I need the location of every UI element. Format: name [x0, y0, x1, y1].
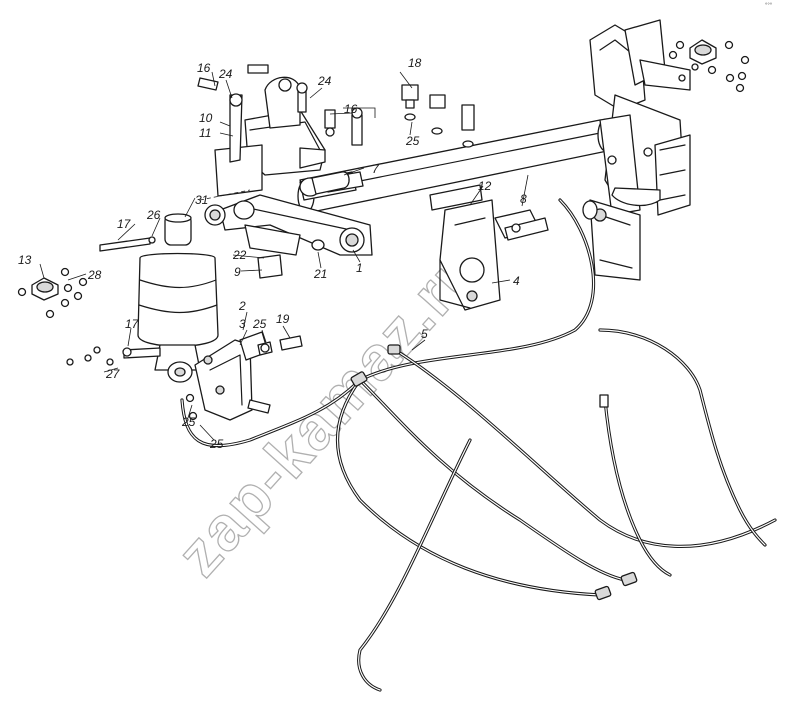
callout-1: 1 [356, 261, 363, 275]
callout-22: 22 [232, 248, 247, 262]
callout-3: 3 [239, 317, 246, 331]
callout-2: 2 [238, 299, 246, 313]
left-hardware-cluster [17, 267, 114, 366]
callout-12: 12 [478, 179, 492, 193]
hose-fittings [350, 344, 638, 601]
corner-mark: °°° [765, 3, 773, 9]
callout-21: 21 [313, 267, 327, 281]
callout-25-c: 25 [181, 415, 196, 429]
callout-25-a: 25 [405, 134, 420, 148]
right-hardware-cluster [668, 39, 750, 93]
center-bolts [311, 84, 475, 195]
callout-18: 18 [408, 56, 422, 70]
callout-16-a: 16 [197, 61, 211, 75]
callout-17-b: 17 [125, 317, 140, 331]
air-hoses [180, 198, 777, 692]
callout-11: 11 [199, 126, 211, 140]
callout-31: 31 [195, 193, 208, 207]
air-spring [137, 213, 219, 383]
lower-arm [204, 194, 373, 279]
callout-24-a: 24 [218, 67, 233, 81]
left-bolts [99, 236, 303, 421]
callout-24-b: 24 [317, 74, 332, 88]
left-upper-bracket [199, 76, 326, 201]
callout-27: 27 [105, 367, 121, 381]
stud-8 [504, 217, 549, 241]
callout-8: 8 [520, 192, 527, 206]
callout-4: 4 [513, 274, 520, 288]
callout-10: 10 [199, 111, 213, 125]
right-bracket-assembly [582, 19, 691, 281]
callout-17-a: 17 [117, 217, 132, 231]
callout-labels: 16 24 10 11 24 16 7 18 25 12 8 4 1 21 22… [18, 56, 527, 451]
leaders [39, 71, 529, 441]
left-upper-bolts [197, 64, 363, 146]
callout-26: 26 [146, 208, 161, 222]
callout-16-b: 16 [344, 102, 358, 116]
callout-25-b: 25 [252, 317, 267, 331]
callout-13: 13 [18, 253, 32, 267]
callout-25-d: 25 [209, 437, 224, 451]
callout-7: 7 [372, 162, 380, 176]
callout-5: 5 [421, 327, 428, 341]
callout-19: 19 [276, 312, 290, 326]
callout-28: 28 [87, 268, 102, 282]
callout-9: 9 [234, 265, 241, 279]
